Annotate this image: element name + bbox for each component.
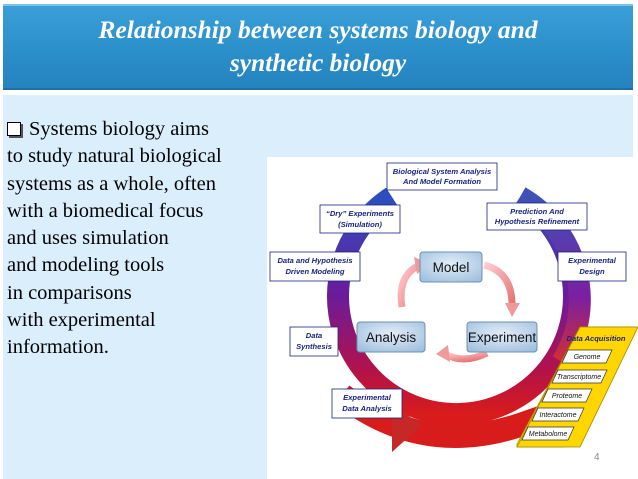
body-line: to study natural biological xyxy=(7,145,222,168)
svg-text:Prediction And: Prediction And xyxy=(510,207,564,216)
text-panel-top xyxy=(3,95,633,157)
svg-text:Hypothesis Refinement: Hypothesis Refinement xyxy=(495,217,580,226)
bullet-text: Systems biology aims xyxy=(29,118,209,140)
slide-title: Relationship between systems biology and… xyxy=(3,13,633,79)
svg-text:Experimental: Experimental xyxy=(568,256,617,265)
inner-arrow-icon xyxy=(436,345,450,362)
title-bar: Relationship between systems biology and… xyxy=(3,4,633,90)
label-system-analysis: Biological System Analysis And Model For… xyxy=(386,162,498,191)
omics-layer: Metabolome xyxy=(521,426,575,441)
page-number: 4 xyxy=(594,452,600,463)
label-experimental-data-analysis: Experimental Data Analysis xyxy=(331,388,403,419)
svg-text:Genome: Genome xyxy=(574,354,601,361)
bullet-line: Systems biology aims xyxy=(7,116,307,143)
svg-text:(Simulation): (Simulation) xyxy=(338,220,382,229)
omics-layer: Proteome xyxy=(541,388,593,403)
omics-layer: Genome xyxy=(561,349,613,364)
inner-cycle-arrows xyxy=(397,257,520,363)
text-panel-bottom xyxy=(3,157,267,479)
svg-text:Synthesis: Synthesis xyxy=(296,342,332,351)
svg-text:Transcriptome: Transcriptome xyxy=(557,374,601,381)
systems-biology-cycle-diagram: Model Analysis Experiment Biological Sys… xyxy=(269,162,638,452)
node-analysis-label: Analysis xyxy=(366,330,417,345)
node-model: Model xyxy=(419,251,483,283)
svg-text:Data Analysis: Data Analysis xyxy=(342,404,392,413)
omics-layer: Interactome xyxy=(531,407,585,422)
body-line: with experimental xyxy=(7,309,156,332)
node-experiment-label: Experiment xyxy=(468,330,537,345)
bullet-paragraph: Systems biology aims to study natural bi… xyxy=(7,116,307,362)
svg-text:Biological System Analysis: Biological System Analysis xyxy=(393,167,491,176)
node-analysis: Analysis xyxy=(356,321,426,353)
node-model-label: Model xyxy=(433,260,470,275)
data-acquisition-title: Data Acquisition xyxy=(567,334,626,343)
svg-text:Driven Modeling: Driven Modeling xyxy=(285,267,344,276)
inner-arrow-icon xyxy=(505,303,520,317)
svg-text:Data and Hypothesis: Data and Hypothesis xyxy=(277,256,352,265)
svg-text:Proteome: Proteome xyxy=(552,393,582,400)
body-line: in comparisons xyxy=(7,281,132,304)
svg-text:Metabolome: Metabolome xyxy=(529,431,568,438)
body-line: and modeling tools xyxy=(7,254,165,277)
data-acquisition-panel: Data Acquisition Genome Transcriptome Pr… xyxy=(516,326,638,448)
label-dry-experiments: “Dry” Experiments (Simulation) xyxy=(319,204,401,234)
title-line-1: Relationship between systems biology and xyxy=(98,15,538,44)
title-line-2: synthetic biology xyxy=(229,48,407,77)
label-data-synthesis: Data Synthesis xyxy=(289,326,339,357)
svg-text:And Model Formation: And Model Formation xyxy=(402,177,481,186)
label-experimental-design: Experimental Design xyxy=(557,251,627,282)
body-line: information. xyxy=(7,336,109,359)
body-line: and uses simulation xyxy=(7,227,169,250)
label-data-driven-modeling: Data and Hypothesis Driven Modeling xyxy=(269,251,361,282)
omics-layer: Transcriptome xyxy=(551,369,608,384)
label-prediction: Prediction And Hypothesis Refinement xyxy=(486,202,588,231)
svg-text:“Dry” Experiments: “Dry” Experiments xyxy=(326,209,394,218)
svg-text:Data: Data xyxy=(306,331,322,340)
svg-text:Experimental: Experimental xyxy=(343,393,392,402)
checkbox-bullet-icon xyxy=(7,122,21,136)
svg-text:Interactome: Interactome xyxy=(540,412,577,419)
svg-text:Design: Design xyxy=(579,267,605,276)
body-line: systems as a whole, often xyxy=(7,172,216,195)
body-line: with a biomedical focus xyxy=(7,199,204,222)
node-experiment: Experiment xyxy=(466,321,538,353)
